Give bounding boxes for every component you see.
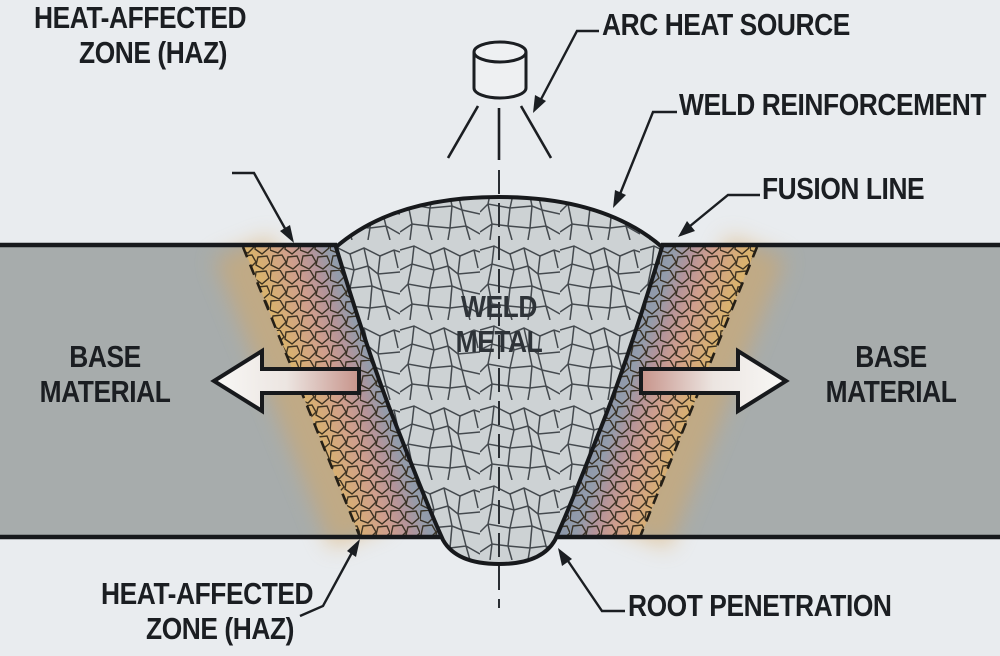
label-heat-affected-zone-bottom: HEAT-AFFECTED ZONE (HAZ): [101, 576, 314, 646]
label-line: WELD: [461, 289, 537, 324]
label-base-material-left: BASE MATERIAL: [20, 339, 190, 409]
label-fusion-line: FUSION LINE: [762, 171, 925, 206]
leader-weld-reinforcement: [616, 110, 677, 200]
label-line: BASE: [855, 339, 927, 374]
label-line: METAL: [455, 324, 543, 359]
leader-root-penetration: [565, 557, 625, 613]
leader-fusion-line: [683, 193, 760, 232]
plate-surface-lines: [0, 242, 1000, 540]
label-line: HEAT-AFFECTED: [34, 0, 247, 35]
label-arc-heat-source: ARC HEAT SOURCE: [602, 7, 850, 42]
label-weld-metal: WELD METAL: [414, 289, 584, 359]
label-line: ZONE (HAZ): [146, 611, 294, 646]
label-line: BASE: [69, 339, 141, 374]
fusion-line-outline: [333, 194, 665, 567]
label-line: HEAT-AFFECTED: [101, 576, 314, 611]
leader-haz-top: [232, 171, 289, 233]
label-line: ZONE (HAZ): [79, 35, 228, 70]
label-heat-affected-zone-top: HEAT-AFFECTED ZONE (HAZ): [34, 0, 247, 70]
leader-haz-bottom: [299, 546, 357, 618]
label-root-penetration: ROOT PENETRATION: [628, 588, 892, 623]
label-line: MATERIAL: [825, 374, 957, 409]
base-material-arrow-left-icon: [210, 347, 361, 415]
arc-rays: [446, 105, 553, 160]
arc-heat-source-icon: [446, 40, 553, 160]
leader-arrowheads: [280, 95, 695, 566]
leader-lines: [232, 29, 760, 618]
label-line: MATERIAL: [39, 374, 171, 409]
label-base-material-right: BASE MATERIAL: [806, 339, 976, 409]
label-weld-reinforcement: WELD REINFORCEMENT: [679, 87, 987, 122]
base-material-arrow-right-icon: [639, 347, 790, 415]
leader-arc-heat-source: [536, 29, 599, 106]
